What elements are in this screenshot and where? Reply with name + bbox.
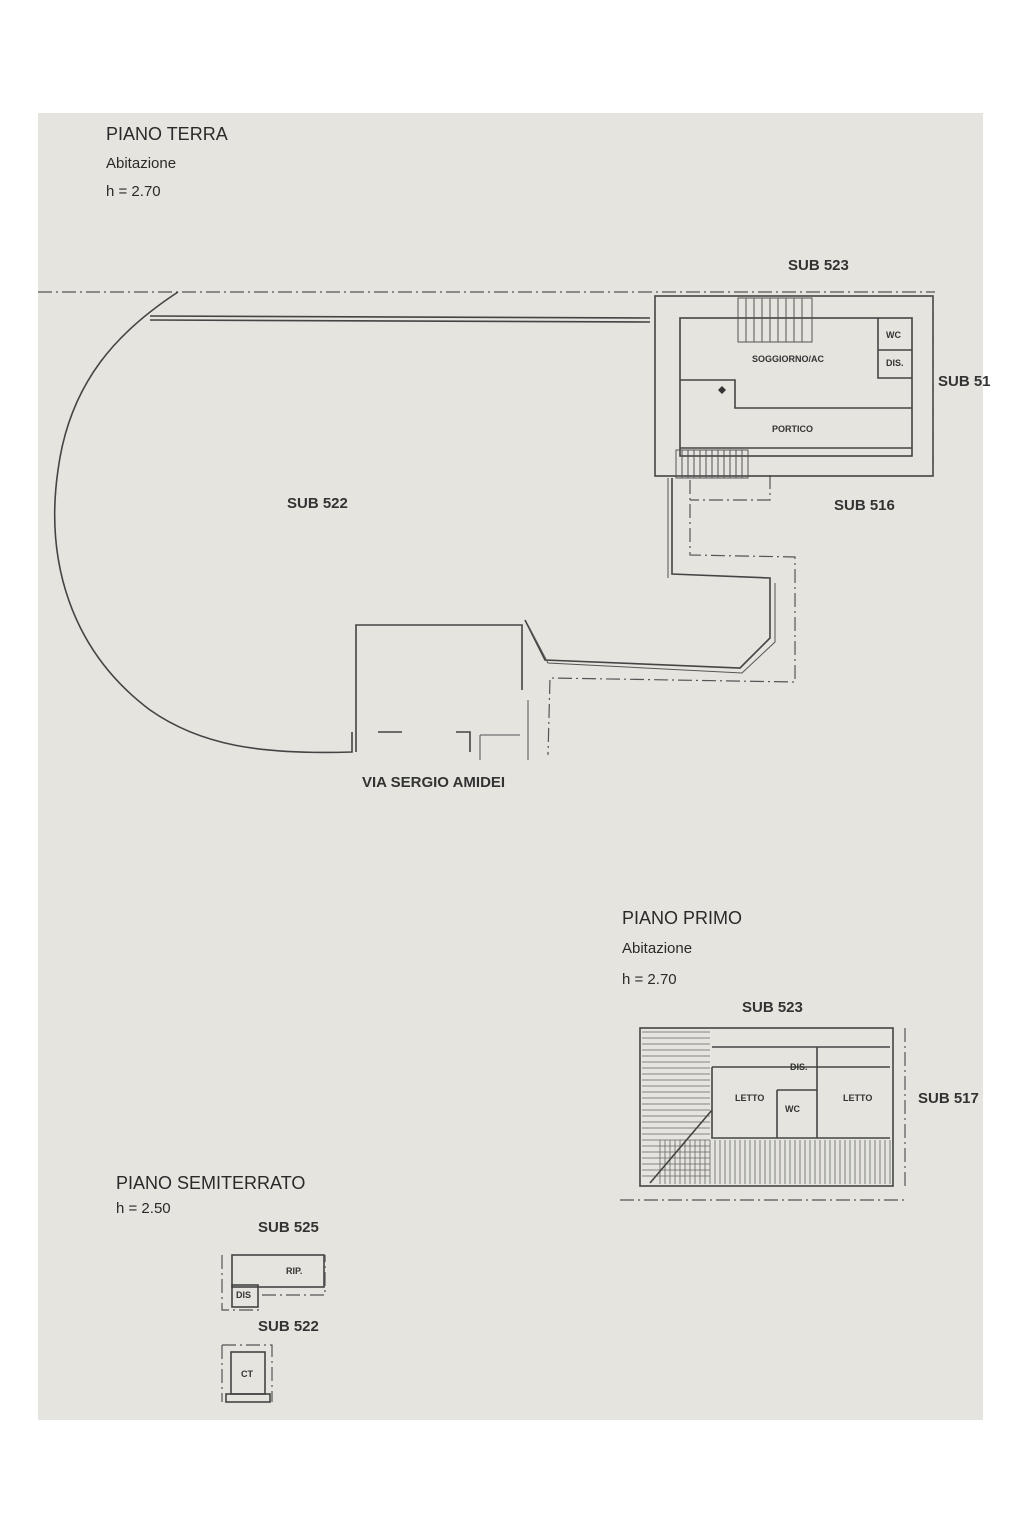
ct-base (225, 1393, 271, 1403)
room-label-portico: PORTICO (772, 424, 813, 434)
storage-block (231, 1254, 325, 1288)
ground-floor-title: PIANO TERRA (106, 124, 228, 144)
sub-525-label: SUB 525 (258, 1219, 319, 1236)
basement-boundary (221, 1255, 326, 1311)
basement-sub-522-label: SUB 522 (258, 1318, 319, 1335)
room-label-soggiorno: SOGGIORNO/AC (752, 354, 825, 364)
first-floor-sub-523-label: SUB 523 (742, 999, 803, 1016)
room-label-ct: CT (241, 1369, 253, 1379)
first-floor-title: PIANO PRIMO (622, 908, 742, 928)
first-floor-plan: LETTO DIS. WC LETTO (620, 1027, 906, 1201)
interior-walls (680, 318, 912, 449)
room-label-wc: WC (886, 330, 901, 340)
room-label-rip: RIP. (286, 1266, 302, 1276)
entrance-wall (479, 700, 529, 760)
sub-516-boundary (547, 475, 796, 756)
building-inner (679, 317, 913, 457)
first-floor-use: Abitazione (622, 940, 692, 957)
first-floor-building (639, 1027, 894, 1187)
roof-hatching (642, 1031, 891, 1184)
room-label-dis: DIS. (886, 358, 904, 368)
room-label-dis: DIS. (790, 1062, 808, 1072)
basement-title: PIANO SEMITERRATO (116, 1173, 305, 1193)
street-label: VIA SERGIO AMIDEI (362, 774, 505, 791)
room-label-letto-1: LETTO (735, 1093, 764, 1103)
basement-height: h = 2.50 (116, 1200, 171, 1217)
boundary-wall (149, 315, 651, 323)
sub-517-label: SUB 517 (918, 1090, 979, 1107)
sub-51-label: SUB 51 (938, 373, 991, 390)
gate (378, 731, 471, 752)
portico-stairs (675, 449, 749, 479)
first-floor-walls (649, 1046, 890, 1184)
yard-outline (53, 291, 523, 754)
driveway-wall (524, 478, 771, 669)
sub-522-label: SUB 522 (287, 495, 348, 512)
staircase (737, 297, 813, 343)
room-label-letto-2: LETTO (843, 1093, 872, 1103)
ground-floor-height: h = 2.70 (106, 183, 161, 200)
driveway-wall-inner (527, 478, 776, 674)
first-floor-height: h = 2.70 (622, 971, 677, 988)
room-label-wc: WC (785, 1104, 800, 1114)
sub-523-label: SUB 523 (788, 257, 849, 274)
sub-516-label: SUB 516 (834, 497, 895, 514)
ground-floor-use: Abitazione (106, 155, 176, 172)
floor-plan-sheet (38, 113, 983, 1420)
ground-floor-plan: SOGGIORNO/AC WC DIS. PORTICO (38, 291, 935, 760)
room-label-dis: DIS (236, 1290, 251, 1300)
basement-plan: RIP. DIS CT (221, 1254, 326, 1403)
chimney-icon (718, 386, 726, 394)
ct-boundary (221, 1344, 273, 1402)
dis-block (231, 1284, 259, 1308)
